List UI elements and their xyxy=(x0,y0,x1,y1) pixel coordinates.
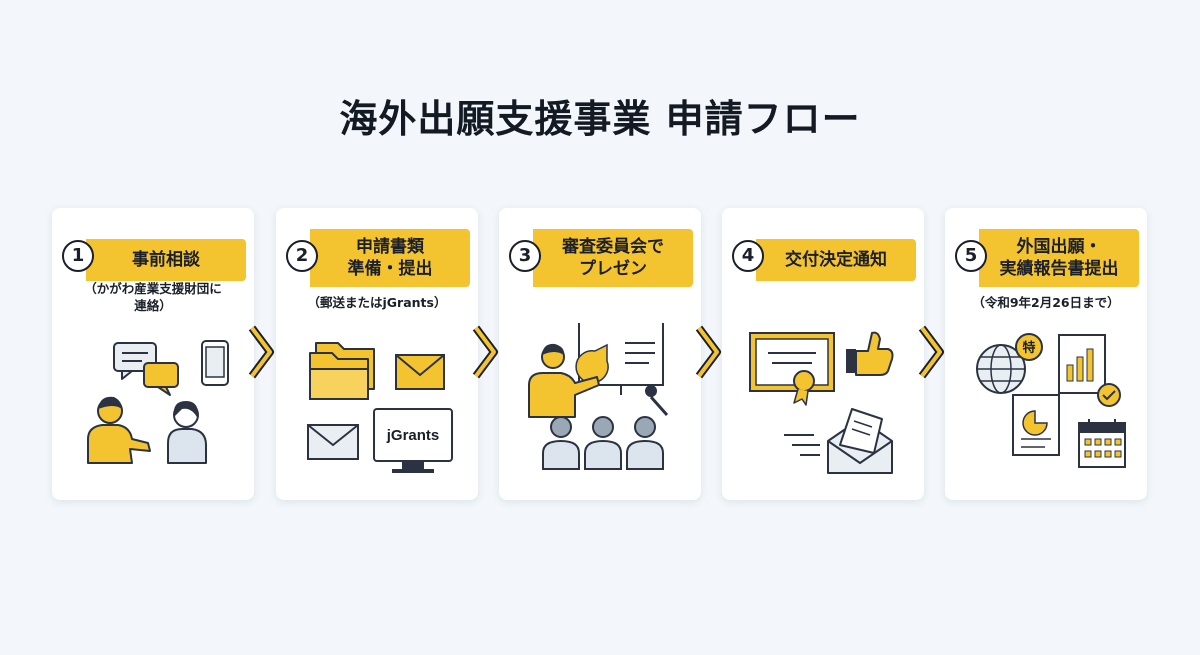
page-title: 海外出願支援事業 申請フロー xyxy=(339,97,861,141)
step-card-2: 2 申請書類 準備・提出 （郵送またはjGrants） jGrants xyxy=(276,208,478,500)
envelope-icon xyxy=(307,424,359,460)
chevron-right-icon xyxy=(695,325,721,379)
step-label-banner: 外国出願・ 実績報告書提出 xyxy=(979,229,1139,287)
report-chart-icon xyxy=(1058,334,1121,407)
certificate-icon xyxy=(749,332,835,406)
presenter-icon xyxy=(528,343,600,418)
step-note-line: （郵送またはjGrants） xyxy=(307,295,447,310)
jgrants-logo-text: jGrants xyxy=(386,427,440,444)
step-note-line: 連絡） xyxy=(134,298,172,313)
step-label: 交付決定通知 xyxy=(785,250,887,270)
step-note: （かがわ産業支援財団に 連絡） xyxy=(58,280,248,314)
step-number-badge: 4 xyxy=(732,240,764,272)
step-label-line: プレゼン xyxy=(579,259,647,279)
step-note-line: （かがわ産業支援財団に xyxy=(84,281,222,296)
step-label-line: 実績報告書提出 xyxy=(999,259,1119,279)
report-submission-illustration: 特 xyxy=(976,333,1126,468)
step-label-banner: 事前相談 xyxy=(86,239,246,281)
step-number-badge: 2 xyxy=(286,240,318,272)
step-label-banner: 交付決定通知 xyxy=(756,239,916,281)
chevron-right-icon xyxy=(248,325,274,379)
step-label-line: 申請書類 xyxy=(356,237,424,257)
step-label-banner: 審査委員会で プレゼン xyxy=(533,229,693,287)
step-note: （令和9年2月26日まで） xyxy=(951,294,1141,311)
audience-icon xyxy=(542,416,664,470)
step-card-3: 3 審査委員会で プレゼン xyxy=(499,208,701,500)
patent-badge-label: 特 xyxy=(1022,340,1035,356)
person-icon xyxy=(87,396,151,464)
step-card-5: 5 外国出願・ 実績報告書提出 （令和9年2月26日まで） 特 xyxy=(945,208,1147,500)
patent-badge-icon: 特 xyxy=(1015,333,1043,361)
document-pie-icon xyxy=(1012,394,1060,456)
step-number-badge: 3 xyxy=(509,240,541,272)
grant-decision-illustration xyxy=(749,331,894,474)
chevron-right-icon xyxy=(918,325,944,379)
person-icon xyxy=(167,401,207,464)
mail-letter-icon xyxy=(784,408,893,474)
monitor-icon: jGrants xyxy=(373,408,453,473)
documents-illustration: jGrants xyxy=(307,342,453,473)
step-label-line: 審査委員会で xyxy=(562,237,664,257)
envelope-icon xyxy=(395,354,445,390)
folder-icon xyxy=(309,342,375,400)
step-label-line: 外国出願・ xyxy=(1016,237,1102,257)
step-card-4: 4 交付決定通知 xyxy=(722,208,924,500)
globe-icon xyxy=(976,344,1026,394)
presentation-illustration xyxy=(528,323,669,470)
chat-bubbles-icon xyxy=(113,342,179,396)
presentation-board-icon xyxy=(575,323,664,395)
step-card-1: 1 事前相談 （かがわ産業支援財団に 連絡） xyxy=(52,208,254,500)
consultation-illustration xyxy=(87,340,229,464)
step-note-line: （令和9年2月26日まで） xyxy=(972,295,1120,310)
smartphone-icon xyxy=(201,340,229,386)
step-label-banner: 申請書類 準備・提出 xyxy=(310,229,470,287)
step-label-line: 準備・提出 xyxy=(347,259,433,279)
microphone-icon xyxy=(645,385,669,416)
thumbs-up-icon xyxy=(846,331,894,376)
step-note: （郵送またはjGrants） xyxy=(282,294,472,311)
step-number-badge: 5 xyxy=(955,240,987,272)
step-label: 事前相談 xyxy=(132,250,200,270)
calendar-icon xyxy=(1078,419,1126,468)
chevron-right-icon xyxy=(472,325,498,379)
step-number-badge: 1 xyxy=(62,240,94,272)
